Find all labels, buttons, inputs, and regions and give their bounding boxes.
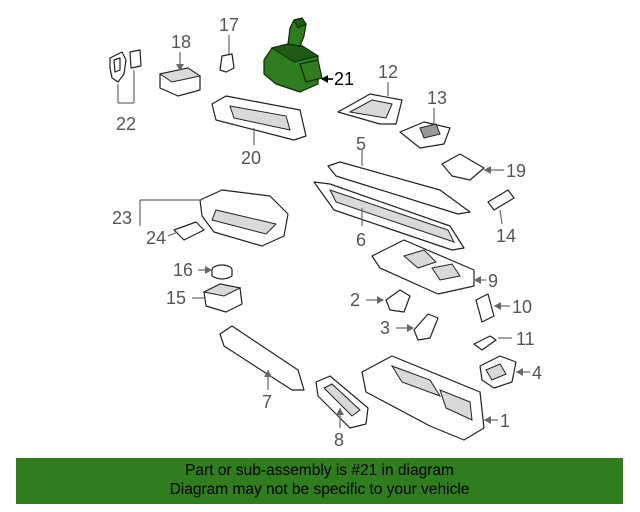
part-11-clip: [473, 335, 512, 351]
part-15-module: [192, 283, 243, 313]
part-23-armrest-lid: [139, 189, 289, 247]
part-1-console-base: [361, 355, 498, 441]
banner-line-1: Part or sub-assembly is #21 in diagram: [185, 462, 454, 479]
callout-11: 11: [516, 329, 535, 349]
callout-4: 4: [532, 363, 542, 383]
part-21-gear-shifter: [263, 17, 333, 93]
part-19-bracket: [441, 153, 504, 181]
callout-2: 2: [350, 290, 360, 310]
part-17-clip: [219, 35, 235, 73]
part-4-bracket: [479, 355, 530, 389]
part-5-side-rail: [327, 150, 471, 215]
part-2-bracket: [366, 289, 411, 313]
callout-24: 24: [146, 228, 166, 248]
callout-15: 15: [166, 288, 186, 308]
callout-5: 5: [356, 134, 366, 154]
callout-22: 22: [116, 114, 136, 134]
part-20-upper-trim: [211, 95, 307, 145]
part-7-side-panel: [219, 325, 305, 391]
part-18-module: [158, 52, 202, 97]
callout-8: 8: [334, 430, 344, 450]
callout-9: 9: [488, 271, 498, 291]
callout-17: 17: [219, 15, 239, 35]
callout-6: 6: [356, 230, 366, 250]
part-3-bracket: [396, 313, 439, 341]
callout-19: 19: [506, 161, 526, 181]
parts-diagram: 22 18 17 21 20 12: [109, 15, 542, 450]
callout-3: 3: [380, 318, 390, 338]
part-24-insert: [167, 221, 205, 241]
callout-10: 10: [512, 297, 532, 317]
callout-18: 18: [171, 32, 191, 52]
part-14-plate: [487, 189, 515, 225]
callout-21: 21: [334, 69, 354, 89]
callout-7: 7: [262, 392, 272, 412]
part-10-cover: [475, 293, 510, 323]
callout-23: 23: [112, 208, 132, 228]
part-16-knob: [198, 264, 233, 280]
part-8-tray: [315, 375, 369, 429]
part-9-console-top: [371, 239, 486, 295]
callout-12: 12: [378, 62, 398, 82]
part-13-switch-panel: [399, 108, 451, 149]
callout-16: 16: [173, 260, 193, 280]
part-22-shift-knob: [109, 49, 142, 104]
callout-1: 1: [500, 411, 510, 431]
part-12-bezel: [337, 82, 403, 125]
callout-20: 20: [241, 148, 261, 168]
info-banner: Part or sub-assembly is #21 in diagram D…: [16, 458, 623, 504]
callout-13: 13: [427, 88, 447, 108]
part-6-side-panel: [313, 181, 465, 251]
callout-14: 14: [496, 226, 516, 246]
banner-line-2: Diagram may not be specific to your vehi…: [169, 481, 470, 498]
